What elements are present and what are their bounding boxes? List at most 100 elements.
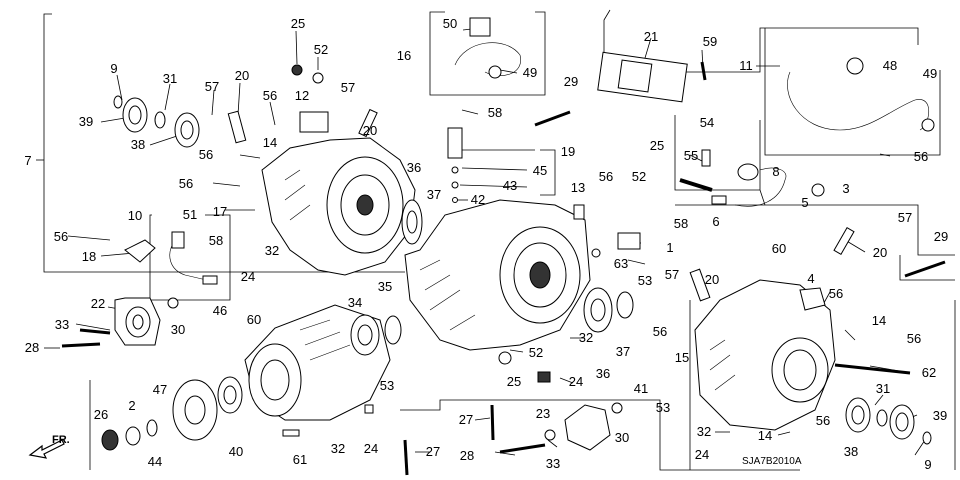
callout-38: 38 — [844, 444, 858, 459]
callout-29: 29 — [934, 229, 948, 244]
harness-11 — [787, 71, 930, 131]
callout-31: 31 — [163, 71, 177, 86]
washer-33-lower — [544, 429, 556, 441]
callout-57: 57 — [898, 210, 912, 225]
sensor-20-far-right — [833, 227, 855, 255]
left-seal-39 — [122, 97, 148, 133]
callout-54: 54 — [700, 115, 714, 130]
callout-49: 49 — [923, 66, 937, 81]
callout-3: 3 — [842, 181, 849, 196]
callout-labels: 9 31 39 57 20 38 25 52 56 12 57 20 14 56… — [24, 16, 948, 472]
callout-56: 56 — [599, 169, 613, 184]
ring-35 — [384, 315, 402, 345]
callout-55: 55 — [684, 148, 698, 163]
callout-56: 56 — [653, 324, 667, 339]
callout-36: 36 — [407, 160, 421, 175]
callout-61: 61 — [293, 452, 307, 467]
nut-26 — [101, 429, 119, 451]
seal-36-upper — [401, 199, 423, 245]
grommet-8 — [737, 163, 759, 181]
callout-17: 17 — [213, 204, 227, 219]
sensor-58-group19 — [447, 127, 463, 159]
callout-24: 24 — [569, 374, 583, 389]
callout-39: 39 — [79, 114, 93, 129]
callout-5: 5 — [801, 195, 808, 210]
washer-52-upper — [312, 72, 324, 84]
callout-33: 33 — [55, 317, 69, 332]
nut-30-left — [167, 297, 179, 309]
bolt-25-upper — [291, 64, 303, 76]
callout-59: 59 — [703, 34, 717, 49]
callout-41: 41 — [634, 381, 648, 396]
callout-25: 25 — [507, 374, 521, 389]
sensor-20-right — [689, 268, 711, 302]
bracket-12 — [299, 111, 329, 133]
bracket-18 — [124, 239, 156, 263]
callout-25: 25 — [650, 138, 664, 153]
callout-50: 50 — [443, 16, 457, 31]
callout-27: 27 — [459, 412, 473, 427]
callout-1: 1 — [666, 240, 673, 255]
callout-58: 58 — [488, 105, 502, 120]
bolt-28-left — [61, 342, 101, 348]
seal-36-lower — [583, 287, 613, 333]
bolt-33-left — [79, 328, 111, 335]
bolt-62 — [834, 363, 911, 375]
callout-20: 20 — [873, 245, 887, 260]
callout-6: 6 — [712, 214, 719, 229]
ring-37-lower — [616, 291, 634, 319]
callout-58: 58 — [674, 216, 688, 231]
callout-14: 14 — [263, 135, 277, 150]
callout-56: 56 — [54, 229, 68, 244]
callout-53: 53 — [656, 400, 670, 415]
callout-10: 10 — [128, 208, 142, 223]
callout-56: 56 — [816, 413, 830, 428]
callout-56: 56 — [179, 176, 193, 191]
nut-52-lower — [498, 351, 512, 365]
actuator-21 — [597, 51, 688, 103]
callout-62: 62 — [922, 365, 936, 380]
callout-27: 27 — [426, 444, 440, 459]
callout-52: 52 — [632, 169, 646, 184]
right-bearing-38 — [845, 397, 871, 433]
callout-26: 26 — [94, 407, 108, 422]
connector-50 — [469, 17, 491, 37]
sensor-20-mid — [358, 108, 378, 138]
clip-48 — [846, 57, 864, 75]
callout-39: 39 — [933, 408, 947, 423]
harness-16 — [454, 42, 521, 76]
snap-ring-9 — [113, 95, 123, 109]
joint-6 — [711, 195, 727, 205]
callout-20: 20 — [705, 272, 719, 287]
callout-42: 42 — [471, 192, 485, 207]
seal-44 — [146, 419, 158, 437]
callout-11: 11 — [739, 58, 753, 73]
callout-46: 46 — [213, 303, 227, 318]
callout-33: 33 — [546, 456, 560, 471]
callout-12: 12 — [295, 88, 309, 103]
connector-51 — [171, 231, 185, 249]
callout-56: 56 — [199, 147, 213, 162]
mount-22 — [114, 297, 161, 346]
o-ring-43 — [451, 181, 459, 189]
callout-30: 30 — [615, 430, 629, 445]
callout-20: 20 — [235, 68, 249, 83]
callout-53: 53 — [638, 273, 652, 288]
callout-52: 52 — [314, 42, 328, 57]
callout-47: 47 — [153, 382, 167, 397]
callout-56: 56 — [829, 286, 843, 301]
part-drawings — [28, 17, 946, 476]
diagram-code: SJA7B2010A — [742, 456, 802, 467]
callout-48: 48 — [883, 58, 897, 73]
callout-52: 52 — [529, 345, 543, 360]
callout-57: 57 — [665, 267, 679, 282]
mount-23 — [564, 404, 611, 451]
rear-differential-housing-upper — [261, 137, 416, 276]
sensor-20-upper — [227, 110, 247, 144]
callout-18: 18 — [82, 249, 96, 264]
callout-38: 38 — [131, 137, 145, 152]
callout-60: 60 — [772, 241, 786, 256]
callout-4: 4 — [807, 271, 814, 286]
callout-32: 32 — [579, 330, 593, 345]
left-ring-31 — [154, 111, 166, 129]
